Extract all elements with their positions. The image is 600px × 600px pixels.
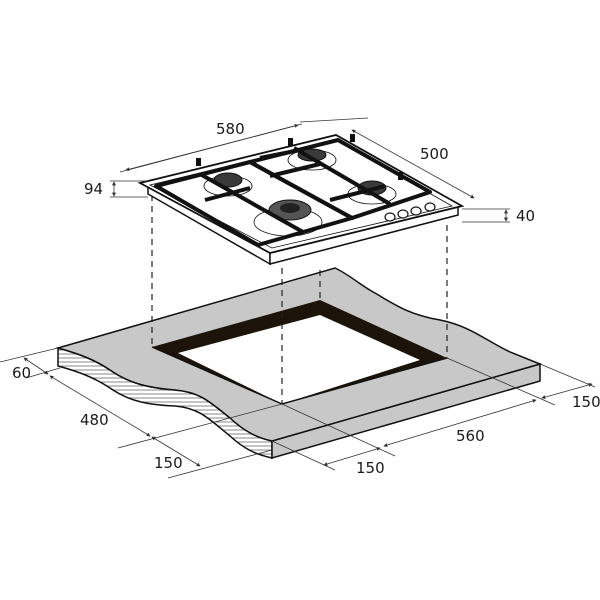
- label-side-margin-right: 150: [572, 393, 600, 411]
- label-hob-depth: 500: [420, 145, 449, 163]
- control-knobs: [384, 202, 436, 222]
- label-cutout-depth: 480: [80, 411, 109, 429]
- label-built-in-depth: 40: [516, 207, 535, 225]
- label-cutout-width: 560: [456, 427, 485, 445]
- knob-1: [384, 212, 396, 222]
- knob-4: [424, 202, 436, 212]
- label-hob-width: 580: [216, 120, 245, 138]
- label-front-margin: 150: [154, 454, 183, 472]
- knob-3: [410, 206, 422, 216]
- countertop-cutout-opening: [178, 315, 420, 404]
- knob-2: [397, 209, 409, 219]
- dimension-lines: [0, 117, 596, 479]
- dimension-labels: 580 500 94 40 60 480 150 150 560 150: [12, 120, 600, 477]
- projection-lines: [151, 195, 448, 404]
- label-countertop-thickness: 60: [12, 364, 31, 382]
- label-side-margin-left: 150: [356, 459, 385, 477]
- label-hob-height: 94: [84, 180, 103, 198]
